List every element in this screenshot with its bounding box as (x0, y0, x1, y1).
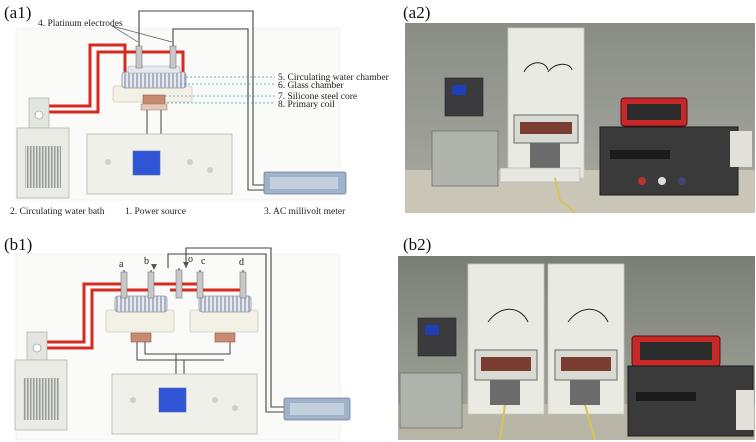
photo-cable-yellow (554, 177, 576, 214)
photo-knob-1 (638, 177, 646, 185)
label-ac-millivolt-meter: 3. AC millivolt meter (264, 207, 346, 217)
photo-controller-display (452, 85, 466, 95)
photo-b2-cable-2 (584, 404, 596, 441)
electrode-label-c: c (201, 256, 206, 267)
platinum-electrode-left (135, 45, 143, 69)
arrow-b (151, 264, 157, 270)
label-power-source: 1. Power source (125, 207, 186, 217)
ac-millivolt-meter-b1 (283, 397, 351, 421)
photo-b2-power-display (636, 392, 696, 401)
water-pipes-a1 (47, 43, 185, 114)
leader-lines-a1 (165, 76, 275, 104)
circulating-water-bath-b1 (14, 331, 68, 431)
photo-b2-water-bath (399, 372, 463, 429)
white-enclosure (507, 27, 585, 179)
photo-controller (444, 77, 484, 117)
electrode-label-b: b (144, 256, 149, 267)
label-glass-chamber: 6. Glass chamber (278, 81, 345, 91)
photo-b2-wire-2 (567, 308, 609, 323)
platinum-electrode-right (169, 45, 177, 69)
circulating-water-chamber (121, 71, 187, 89)
photo-a2: (a2) (403, 3, 755, 214)
photo-b2-controller (417, 317, 457, 357)
cell-unit-right (144, 295, 259, 374)
electrode-leader-left (111, 25, 139, 43)
photo-power-supply (599, 126, 739, 196)
ac-millivolt-meter-a1 (263, 171, 347, 195)
panel-label-b2: (b2) (403, 235, 431, 254)
photo-b2: (b2) (398, 235, 755, 441)
photo-knob-3 (678, 177, 686, 185)
lab-jack (530, 143, 560, 168)
photo-wall-socket (730, 131, 752, 167)
photo-wire-2 (547, 63, 573, 73)
arrow-o (183, 262, 189, 268)
electrode-label-d: d (239, 257, 244, 268)
photo-b2-wire-1 (487, 308, 529, 323)
photo-power-display (610, 150, 670, 159)
photo-wire-1 (523, 62, 549, 73)
circulating-water-bath-a1 (16, 97, 70, 199)
panel-label-a1: (a1) (4, 3, 31, 22)
electrode-label-a: a (119, 259, 124, 270)
power-source-a1 (86, 133, 233, 195)
photo-base-plate (499, 167, 581, 183)
photo-b2-wall-socket (736, 390, 754, 430)
panel-label-a2: (a2) (403, 3, 430, 22)
electrodes-b1 (120, 269, 247, 299)
label-primary-coil: 8. Primary coil (278, 100, 335, 110)
power-source-screen (132, 150, 161, 176)
silicone-steel-core (142, 94, 166, 106)
primary-coil (140, 103, 168, 111)
photo-b2-cable-1 (499, 404, 506, 441)
photo-b2-jack-right (570, 380, 600, 405)
cell-glass (520, 122, 572, 134)
schematic-b1: (b1) (4, 235, 351, 441)
power-source-b1 (111, 373, 258, 435)
electrode-label-o: o (188, 254, 193, 265)
photo-b2-meter-face (640, 342, 712, 360)
cell-unit-left (105, 295, 224, 361)
label-circulating-water-chamber: 5. Circulating water chamber (278, 73, 390, 83)
photo-meter-face (627, 104, 681, 120)
photo-water-bath (431, 130, 499, 187)
schematic-a1: (a1) (4, 3, 390, 217)
photo-b2-cell-glass-right (561, 357, 611, 371)
label-circulating-water-bath: 2. Circulating water bath (10, 207, 105, 217)
photo-b2-cell-glass-left (481, 357, 531, 371)
label-platinum-electrodes: 4. Platinum electrodes (38, 19, 123, 29)
electrode-leader-right (111, 25, 173, 43)
wires-a1 (138, 10, 268, 191)
label-silicone-steel-core: 7. Silicone steel core (278, 92, 357, 102)
photo-b2-controller-display (425, 325, 439, 335)
panel-label-b1: (b1) (4, 235, 32, 254)
photo-knob-2 (658, 177, 666, 185)
photo-b2-jack-left (490, 380, 520, 405)
